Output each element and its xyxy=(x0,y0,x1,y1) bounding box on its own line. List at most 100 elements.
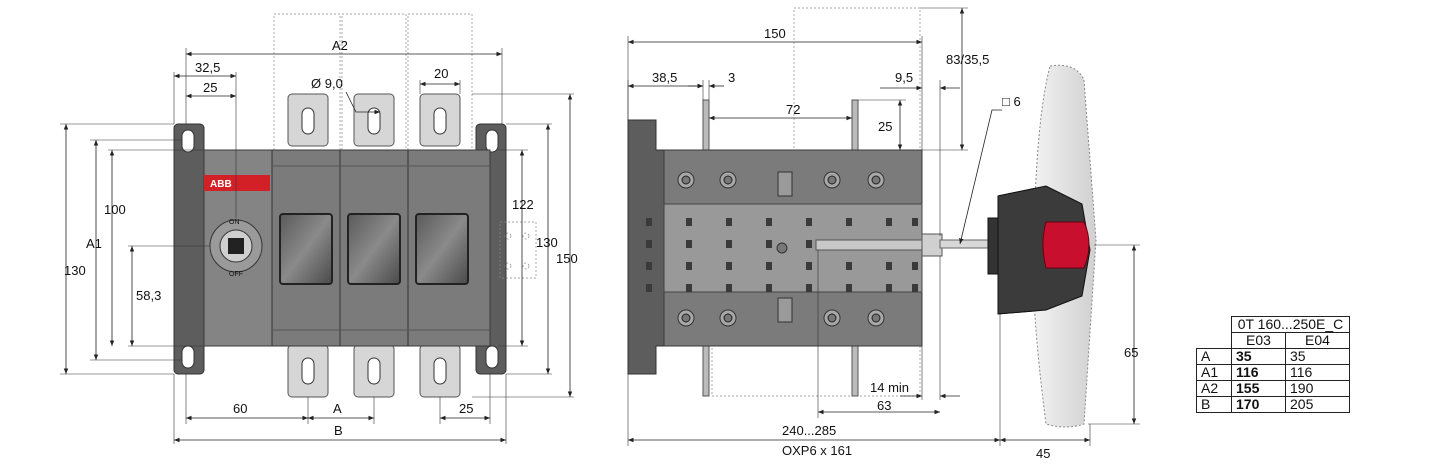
side-slot xyxy=(726,240,732,248)
screw-head-icon xyxy=(681,313,691,323)
dim-83-35-5: 83/35,5 xyxy=(946,52,989,67)
dimension-table: 0T 160...250E_C E03 E04 A 35 35 A1 116 1… xyxy=(1196,316,1350,413)
side-slot xyxy=(912,284,918,292)
side-slot xyxy=(846,218,852,226)
left-bracket xyxy=(173,123,205,375)
terminal-hole-2 xyxy=(367,107,381,135)
dim-square-6: □ 6 xyxy=(1002,94,1021,109)
mount-hole-bl xyxy=(181,345,195,369)
off-mark: OFF xyxy=(229,271,243,278)
mount-hole-tl xyxy=(181,129,195,153)
dim-240-285: 240...285 xyxy=(782,423,836,438)
side-slot xyxy=(912,262,918,270)
brand-logo: ABB xyxy=(210,179,232,190)
dim-72: 72 xyxy=(786,102,800,117)
dim-9-5: 9,5 xyxy=(895,70,913,85)
shaft-square-icon xyxy=(228,238,244,254)
mount-hole-tr xyxy=(485,129,499,153)
dim-58-3: 58,3 xyxy=(136,288,161,303)
dim-b: B xyxy=(334,423,343,438)
row-e04: 205 xyxy=(1285,396,1350,413)
table-row: A2 155 190 xyxy=(1196,380,1350,397)
table-col-e03: E03 xyxy=(1231,332,1286,349)
dim-14-min: 14 min xyxy=(870,380,909,395)
dim-25-bottom: 25 xyxy=(459,401,473,416)
side-slot xyxy=(806,262,812,270)
aux-screw-1 xyxy=(504,232,512,240)
window-2 xyxy=(347,213,401,285)
terminal-hole-3 xyxy=(433,107,447,135)
row-e04: 190 xyxy=(1285,380,1350,397)
window-1 xyxy=(279,213,333,285)
table-title-row: 0T 160...250E_C xyxy=(1197,316,1350,333)
side-slot xyxy=(686,240,692,248)
side-slot xyxy=(806,218,812,226)
dim-130-left: 130 xyxy=(64,263,86,278)
shaft-top-right xyxy=(851,99,859,151)
terminal-hole-4 xyxy=(301,357,315,385)
screw-head-icon xyxy=(827,175,837,185)
extension-shaft xyxy=(815,239,941,251)
screw-head-icon xyxy=(723,313,733,323)
dim-3: 3 xyxy=(728,70,735,85)
dim-25-side: 25 xyxy=(878,119,892,134)
shaft-bottom-right xyxy=(851,345,859,397)
screw-head-icon xyxy=(871,175,881,185)
dim-a: A xyxy=(333,401,342,416)
table-row: A 35 35 xyxy=(1196,348,1350,365)
dim-25-top: 25 xyxy=(203,80,217,95)
table-col-e04: E04 xyxy=(1285,332,1350,349)
handle-red-knob-front xyxy=(1042,221,1090,269)
side-slot xyxy=(726,284,732,292)
square-shaft xyxy=(939,239,991,249)
bottom-terminals xyxy=(287,344,461,398)
table-title: 0T 160...250E_C xyxy=(1231,316,1350,333)
row-e04: 35 xyxy=(1285,348,1350,365)
front-view: ABB ON OFF A2 32,5 25 Ø 9,0 xyxy=(60,13,578,444)
dim-20: 20 xyxy=(434,66,448,81)
dim-a2: A2 xyxy=(332,38,348,53)
phantom-cover-1 xyxy=(273,13,341,155)
terminal-hole-6 xyxy=(433,357,447,385)
side-slot xyxy=(806,240,812,248)
screw-head-icon xyxy=(723,175,733,185)
row-e03: 170 xyxy=(1231,396,1286,413)
aux-contact-outline xyxy=(499,221,537,279)
side-window-top xyxy=(777,171,793,197)
row-e04: 116 xyxy=(1285,364,1350,381)
dim-150-side: 150 xyxy=(764,26,786,41)
leader-square-6 xyxy=(959,109,1002,245)
table-row: A1 116 116 xyxy=(1196,364,1350,381)
terminal-hole-5 xyxy=(367,357,381,385)
side-slot xyxy=(646,240,652,248)
aux-screw-3 xyxy=(504,262,512,270)
side-slot xyxy=(806,284,812,292)
shaft-bottom-left xyxy=(702,345,710,397)
row-e03: 116 xyxy=(1231,364,1286,381)
side-slot xyxy=(646,218,652,226)
side-slot xyxy=(646,284,652,292)
aux-screw-2 xyxy=(522,232,530,240)
row-label: B xyxy=(1196,396,1232,413)
side-window-bottom xyxy=(777,297,793,323)
side-slot xyxy=(846,262,852,270)
dim-122: 122 xyxy=(512,197,534,212)
terminal-hole-1 xyxy=(301,107,315,135)
side-slot xyxy=(726,218,732,226)
side-slot xyxy=(686,284,692,292)
table-header-row: E03 E04 xyxy=(1197,332,1350,349)
side-slot xyxy=(686,218,692,226)
mount-hole-br xyxy=(485,345,499,369)
leader-hole xyxy=(345,91,380,115)
row-e03: 35 xyxy=(1231,348,1286,365)
shaft-coupler xyxy=(921,233,943,257)
row-label: A xyxy=(1196,348,1232,365)
dim-150-front: 150 xyxy=(556,251,578,266)
window-3 xyxy=(415,213,469,285)
table-row: B 170 205 xyxy=(1196,396,1350,413)
side-slot xyxy=(912,218,918,226)
aux-screw-4 xyxy=(522,262,530,270)
dim-130-right: 130 xyxy=(536,235,558,250)
top-terminals xyxy=(287,93,461,147)
